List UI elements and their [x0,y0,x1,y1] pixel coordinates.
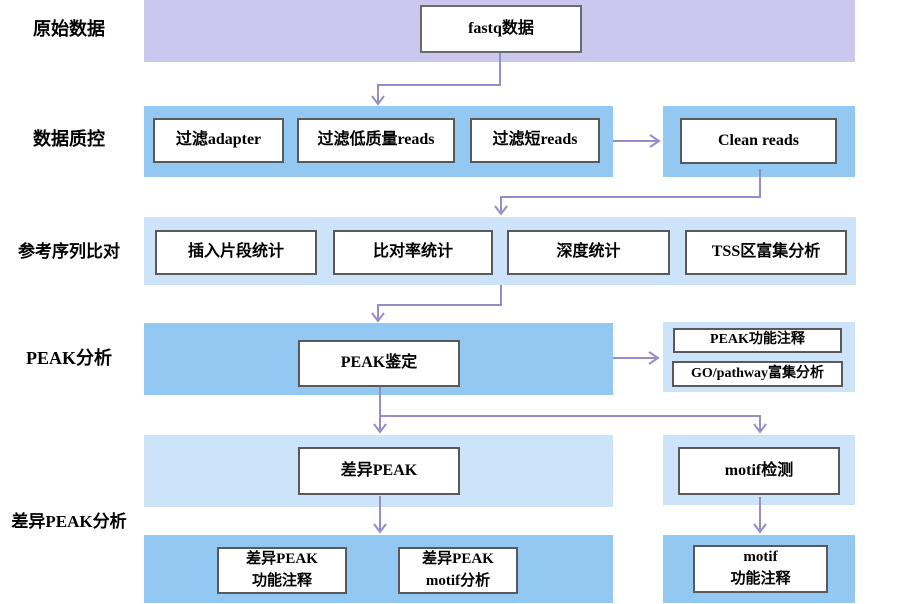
node-alignment-rate-stats: 比对率统计 [333,230,493,275]
node-depth-stats: 深度统计 [507,230,670,275]
node-diff-peak: 差异PEAK [298,447,460,495]
stage-label-peak: PEAK分析 [25,348,112,368]
stage-label-raw-data: 原始数据 [33,19,105,39]
node-diff-peak-motif: 差异PEAK motif分析 [398,547,518,594]
node-fastq-data: fastq数据 [420,5,582,53]
node-motif-annotation: motif 功能注释 [693,545,828,593]
node-filter-low-quality-reads: 过滤低质量reads [297,118,455,163]
stage-label-alignment: 参考序列比对 [18,242,120,261]
node-diff-peak-annotation: 差异PEAK 功能注释 [217,547,347,594]
stage-label-qc: 数据质控 [33,129,105,149]
band-diff-peak-results [144,535,613,603]
node-insert-fragment-stats: 插入片段统计 [155,230,317,275]
node-filter-short-reads: 过滤短reads [470,118,600,163]
node-filter-adapter: 过滤adapter [153,118,284,163]
node-peak-identification: PEAK鉴定 [298,340,460,387]
node-diff-peak-motif-line2: motif分析 [425,572,491,589]
node-motif-annotation-line1: motif [743,549,778,566]
node-peak-annotation: PEAK功能注释 [673,328,842,353]
node-clean-reads: Clean reads [680,118,837,164]
node-diff-peak-annotation-line1: 差异PEAK [246,550,318,567]
node-go-pathway-enrichment: GO/pathway富集分析 [672,361,843,387]
stage-label-diff-peak: 差异PEAK分析 [11,512,127,531]
node-tss-enrichment: TSS区富集分析 [685,230,847,275]
node-motif-annotation-line2: 功能注释 [730,571,791,587]
node-diff-peak-motif-line1: 差异PEAK [422,550,494,567]
node-diff-peak-annotation-line2: 功能注释 [251,572,312,589]
node-motif-detection: motif检测 [678,447,840,495]
